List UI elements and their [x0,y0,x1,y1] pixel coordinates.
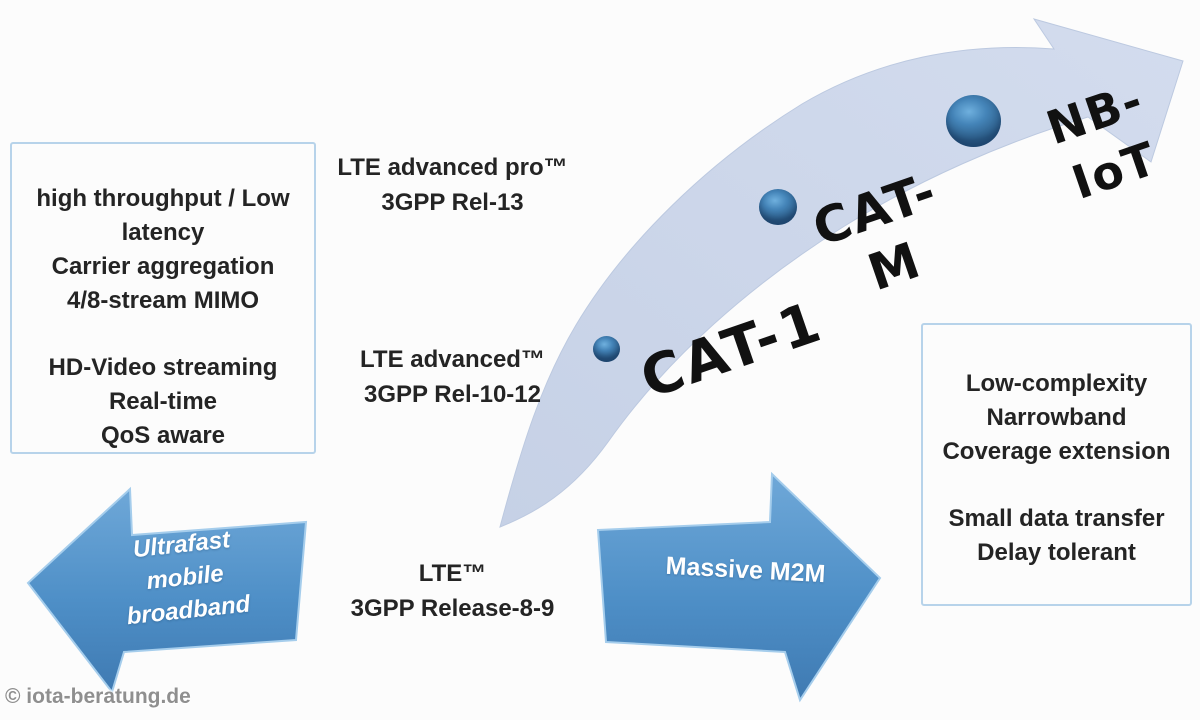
feature-line: Carrier aggregation [51,253,275,280]
ultrafast-broadband-arrow-label: Ultrafast mobile broadband [80,518,289,637]
milestone-label-rel10-12: LTE advanced™ 3GPP Rel-10-12 [330,342,575,412]
milestone-subtitle: 3GPP Release-8-9 [350,595,555,622]
milestone-label-rel8-9: LTE™ 3GPP Release-8-9 [325,556,580,626]
milestone-title: LTE advanced™ [360,346,545,373]
feature-line: Low-complexity [965,370,1148,397]
feature-line: latency [121,219,205,246]
feature-line: 4/8-stream MIMO [66,287,260,314]
milestone-title: LTE™ [418,560,487,587]
milestone-label-rel13: LTE advanced pro™ 3GPP Rel-13 [325,150,580,220]
milestone-dot-nbiot [946,95,1001,147]
feature-line: Coverage extension [942,438,1171,465]
milestone-subtitle: 3GPP Rel-10-12 [364,381,541,408]
feature-line: Small data transfer [948,505,1165,532]
feature-line: QoS aware [100,422,226,449]
lte-features-box: high throughput / Low latency Carrier ag… [10,142,316,454]
right-block-arrow [596,471,882,703]
evolution-swoosh-arrow [499,18,1184,528]
milestone-dot-catm [759,189,797,225]
feature-line: Delay tolerant [977,539,1136,566]
milestone-dot-cat1 [593,336,620,362]
spacer [12,318,314,351]
feature-line: HD-Video streaming [48,354,278,381]
milestone-title: LTE advanced pro™ [337,154,568,181]
feature-line: Real-time [108,388,218,415]
left-block-arrow [26,486,308,695]
spacer [923,469,1190,502]
copyright-watermark: © iota-beratung.de [5,685,191,708]
feature-line: Narrowband [986,404,1127,431]
feature-line: high throughput / Low [36,185,290,212]
iot-features-box: Low-complexity Narrowband Coverage exten… [921,323,1192,606]
milestone-subtitle: 3GPP Rel-13 [381,189,524,216]
